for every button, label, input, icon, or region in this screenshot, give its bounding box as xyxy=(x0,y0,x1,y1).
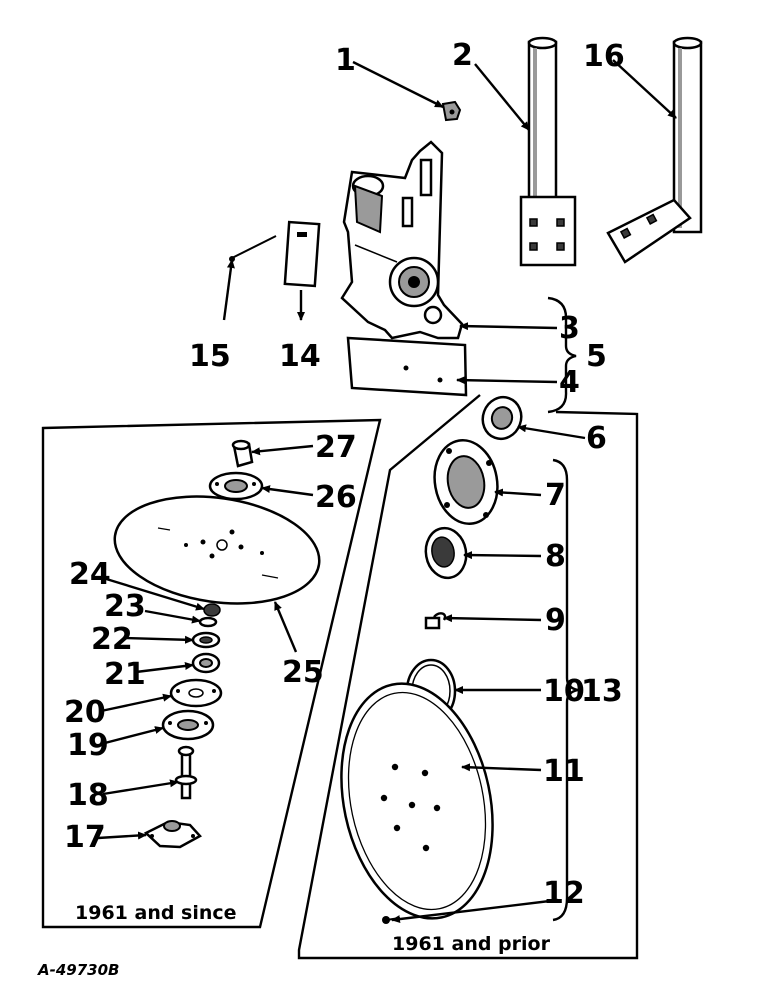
callout-23: 23 xyxy=(104,589,146,624)
callout-4: 4 xyxy=(559,365,580,400)
part-spindle xyxy=(174,745,198,800)
part-bearing xyxy=(424,526,468,580)
part-clip xyxy=(441,100,462,122)
right-panel-frame xyxy=(297,394,639,960)
part-disc-old xyxy=(340,682,494,920)
part-bushing xyxy=(191,652,221,674)
caption-1961-and-since: 1961 and since xyxy=(75,902,237,924)
part-key xyxy=(424,612,447,630)
callout-2: 2 xyxy=(452,38,473,73)
part-disc-new xyxy=(113,495,321,605)
callout-20: 20 xyxy=(64,695,106,730)
callout-21: 21 xyxy=(104,657,146,692)
callout-27: 27 xyxy=(315,430,357,465)
leader-lines xyxy=(97,59,677,924)
part-seal xyxy=(481,395,523,441)
part-flange-b xyxy=(161,709,215,741)
callout-16: 16 xyxy=(583,39,625,74)
drawing-number: A-49730B xyxy=(37,961,119,979)
callout-5: 5 xyxy=(586,339,607,374)
callout-13: 13 xyxy=(581,674,623,709)
part-pin xyxy=(229,235,277,262)
callout-11: 11 xyxy=(543,754,585,789)
part-standard-offset xyxy=(606,36,703,264)
part-hub xyxy=(143,820,202,849)
part-washer-a xyxy=(198,616,218,628)
callout-18: 18 xyxy=(67,778,109,813)
callout-24: 24 xyxy=(69,557,111,592)
callout-labels: 1 2 3 4 5 6 7 8 9 10 11 12 13 14 15 16 1… xyxy=(64,38,625,911)
part-flange-bearing xyxy=(433,439,499,525)
part-retainer-top xyxy=(208,471,264,501)
callout-10: 10 xyxy=(543,674,585,709)
callout-7: 7 xyxy=(545,478,566,513)
callout-19: 19 xyxy=(67,728,109,763)
part-standard-straight xyxy=(519,36,577,267)
callout-6: 6 xyxy=(586,421,607,456)
part-nut xyxy=(203,603,221,617)
brace-assembly-5 xyxy=(547,296,577,414)
part-scraper xyxy=(346,336,468,397)
caption-1961-and-prior: 1961 and prior xyxy=(392,933,551,955)
callout-22: 22 xyxy=(91,622,133,657)
callout-26: 26 xyxy=(315,480,357,515)
part-cap xyxy=(231,439,254,468)
callout-25: 25 xyxy=(282,655,324,690)
left-panel-frame xyxy=(41,418,382,929)
brace-assembly-13 xyxy=(552,458,579,922)
callout-1: 1 xyxy=(335,43,356,78)
part-plate xyxy=(283,220,321,288)
part-flange-a xyxy=(169,678,223,708)
part-washer-b xyxy=(191,631,221,649)
part-housing xyxy=(340,140,464,340)
callout-9: 9 xyxy=(545,603,566,638)
callout-15: 15 xyxy=(189,339,231,374)
callout-14: 14 xyxy=(279,339,321,374)
callout-12: 12 xyxy=(543,876,585,911)
callout-8: 8 xyxy=(545,539,566,574)
callout-3: 3 xyxy=(559,311,580,346)
callout-17: 17 xyxy=(64,820,106,855)
